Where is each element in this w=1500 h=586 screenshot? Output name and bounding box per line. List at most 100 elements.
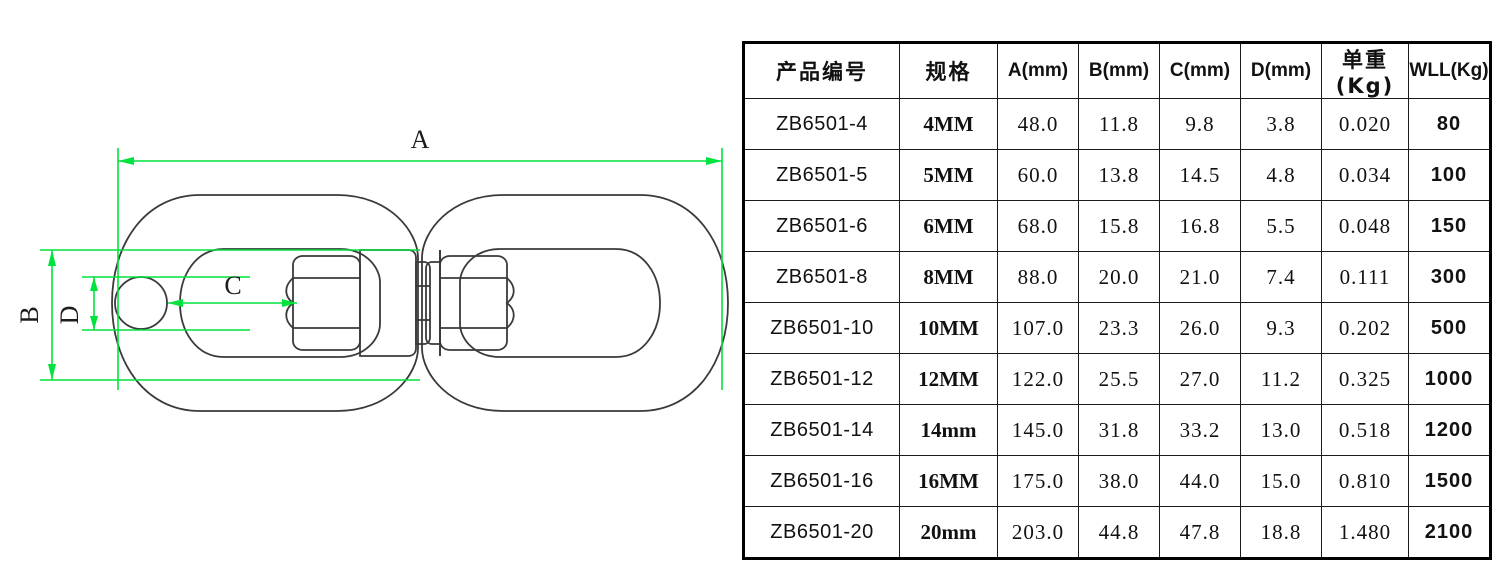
cell-val-a: 145.0 xyxy=(997,404,1079,456)
cell-val-d: 5.5 xyxy=(1240,200,1322,252)
swivel-outline-group xyxy=(111,194,729,412)
cell-wll: 500 xyxy=(1408,302,1491,354)
cell-val-b: 11.8 xyxy=(1078,98,1160,150)
dimension-arrowheads xyxy=(48,157,722,380)
cell-wll: 150 xyxy=(1408,200,1491,252)
dimension-lines-group xyxy=(40,148,723,390)
column-header-b: B(mm) xyxy=(1078,42,1160,99)
cell-val-d: 13.0 xyxy=(1240,404,1322,456)
dimension-label-a: A xyxy=(411,125,430,154)
cell-val-c: 14.5 xyxy=(1159,149,1241,201)
cell-val-a: 60.0 xyxy=(997,149,1079,201)
dimension-label-c: C xyxy=(224,271,241,300)
cell-spec: 4MM xyxy=(899,98,998,150)
cell-val-a: 107.0 xyxy=(997,302,1079,354)
cell-model: ZB6501-16 xyxy=(743,455,900,507)
dimension-label-d: D xyxy=(55,306,84,325)
left-nut-outer-body xyxy=(292,255,361,351)
cell-val-c: 27.0 xyxy=(1159,353,1241,405)
cell-val-c: 26.0 xyxy=(1159,302,1241,354)
cell-val-weight: 0.111 xyxy=(1321,251,1409,303)
cell-val-weight: 0.202 xyxy=(1321,302,1409,354)
cell-val-a: 203.0 xyxy=(997,506,1079,559)
cell-val-c: 47.8 xyxy=(1159,506,1241,559)
cell-wll: 300 xyxy=(1408,251,1491,303)
cell-val-weight: 1.480 xyxy=(1321,506,1409,559)
column-header-weight: 单重(Kg) xyxy=(1321,42,1409,99)
cell-val-weight: 0.020 xyxy=(1321,98,1409,150)
cell-spec: 16MM xyxy=(899,455,998,507)
cell-val-weight: 0.048 xyxy=(1321,200,1409,252)
cell-val-c: 16.8 xyxy=(1159,200,1241,252)
cell-val-b: 20.0 xyxy=(1078,251,1160,303)
right-eye-inner xyxy=(459,248,661,358)
left-pin-circle xyxy=(114,276,168,330)
column-header-a: A(mm) xyxy=(997,42,1079,99)
cell-wll: 80 xyxy=(1408,98,1491,150)
technical-drawing-panel: A B D C xyxy=(0,0,740,586)
column-header-d: D(mm) xyxy=(1240,42,1322,99)
arrow-d-bottom xyxy=(90,316,98,330)
cell-wll: 1200 xyxy=(1408,404,1491,456)
column-header-c: C(mm) xyxy=(1159,42,1241,99)
cell-spec: 5MM xyxy=(899,149,998,201)
cell-val-c: 9.8 xyxy=(1159,98,1241,150)
cell-spec: 20mm xyxy=(899,506,998,559)
cell-model: ZB6501-6 xyxy=(743,200,900,252)
right-nut-flats xyxy=(505,277,515,329)
cell-val-weight: 0.325 xyxy=(1321,353,1409,405)
cell-val-d: 3.8 xyxy=(1240,98,1322,150)
column-header-spec: 规格 xyxy=(899,42,998,99)
dimension-label-b: B xyxy=(15,306,44,323)
cell-val-d: 7.4 xyxy=(1240,251,1322,303)
cell-val-a: 68.0 xyxy=(997,200,1079,252)
cell-val-b: 15.8 xyxy=(1078,200,1160,252)
cell-spec: 8MM xyxy=(899,251,998,303)
cell-spec: 10MM xyxy=(899,302,998,354)
cell-val-b: 44.8 xyxy=(1078,506,1160,559)
cell-spec: 12MM xyxy=(899,353,998,405)
arrow-b-top xyxy=(48,250,56,266)
cell-val-b: 23.3 xyxy=(1078,302,1160,354)
cell-val-d: 18.8 xyxy=(1240,506,1322,559)
arrow-c-left xyxy=(168,299,183,307)
cell-val-a: 48.0 xyxy=(997,98,1079,150)
left-collar xyxy=(359,249,417,357)
arrow-c-right xyxy=(282,299,297,307)
cell-model: ZB6501-12 xyxy=(743,353,900,405)
swivel-drawing: A B D C xyxy=(15,125,729,412)
cell-val-weight: 0.518 xyxy=(1321,404,1409,456)
arrow-a-left xyxy=(118,157,134,165)
cell-model: ZB6501-14 xyxy=(743,404,900,456)
cell-val-c: 21.0 xyxy=(1159,251,1241,303)
cell-val-b: 13.8 xyxy=(1078,149,1160,201)
arrow-d-top xyxy=(90,277,98,291)
specification-table: 产品编号 规格 A(mm) B(mm) C(mm) D(mm) 单重(Kg) W… xyxy=(742,41,1492,560)
cell-wll: 1500 xyxy=(1408,455,1491,507)
arrow-b-bottom xyxy=(48,364,56,380)
cell-model: ZB6501-5 xyxy=(743,149,900,201)
cell-val-a: 88.0 xyxy=(997,251,1079,303)
cell-val-weight: 0.810 xyxy=(1321,455,1409,507)
cell-val-b: 31.8 xyxy=(1078,404,1160,456)
cell-model: ZB6501-4 xyxy=(743,98,900,150)
cell-wll: 100 xyxy=(1408,149,1491,201)
right-nut-outer-body xyxy=(439,255,508,351)
cell-val-a: 175.0 xyxy=(997,455,1079,507)
table-header-row: 产品编号 规格 A(mm) B(mm) C(mm) D(mm) 单重(Kg) W… xyxy=(743,42,1491,99)
right-eye-outer xyxy=(421,194,729,412)
cell-spec: 14mm xyxy=(899,404,998,456)
cell-model: ZB6501-8 xyxy=(743,251,900,303)
cell-model: ZB6501-10 xyxy=(743,302,900,354)
left-eye-inner xyxy=(179,248,381,358)
cell-val-weight: 0.034 xyxy=(1321,149,1409,201)
center-joint-left xyxy=(415,261,431,345)
cell-spec: 6MM xyxy=(899,200,998,252)
